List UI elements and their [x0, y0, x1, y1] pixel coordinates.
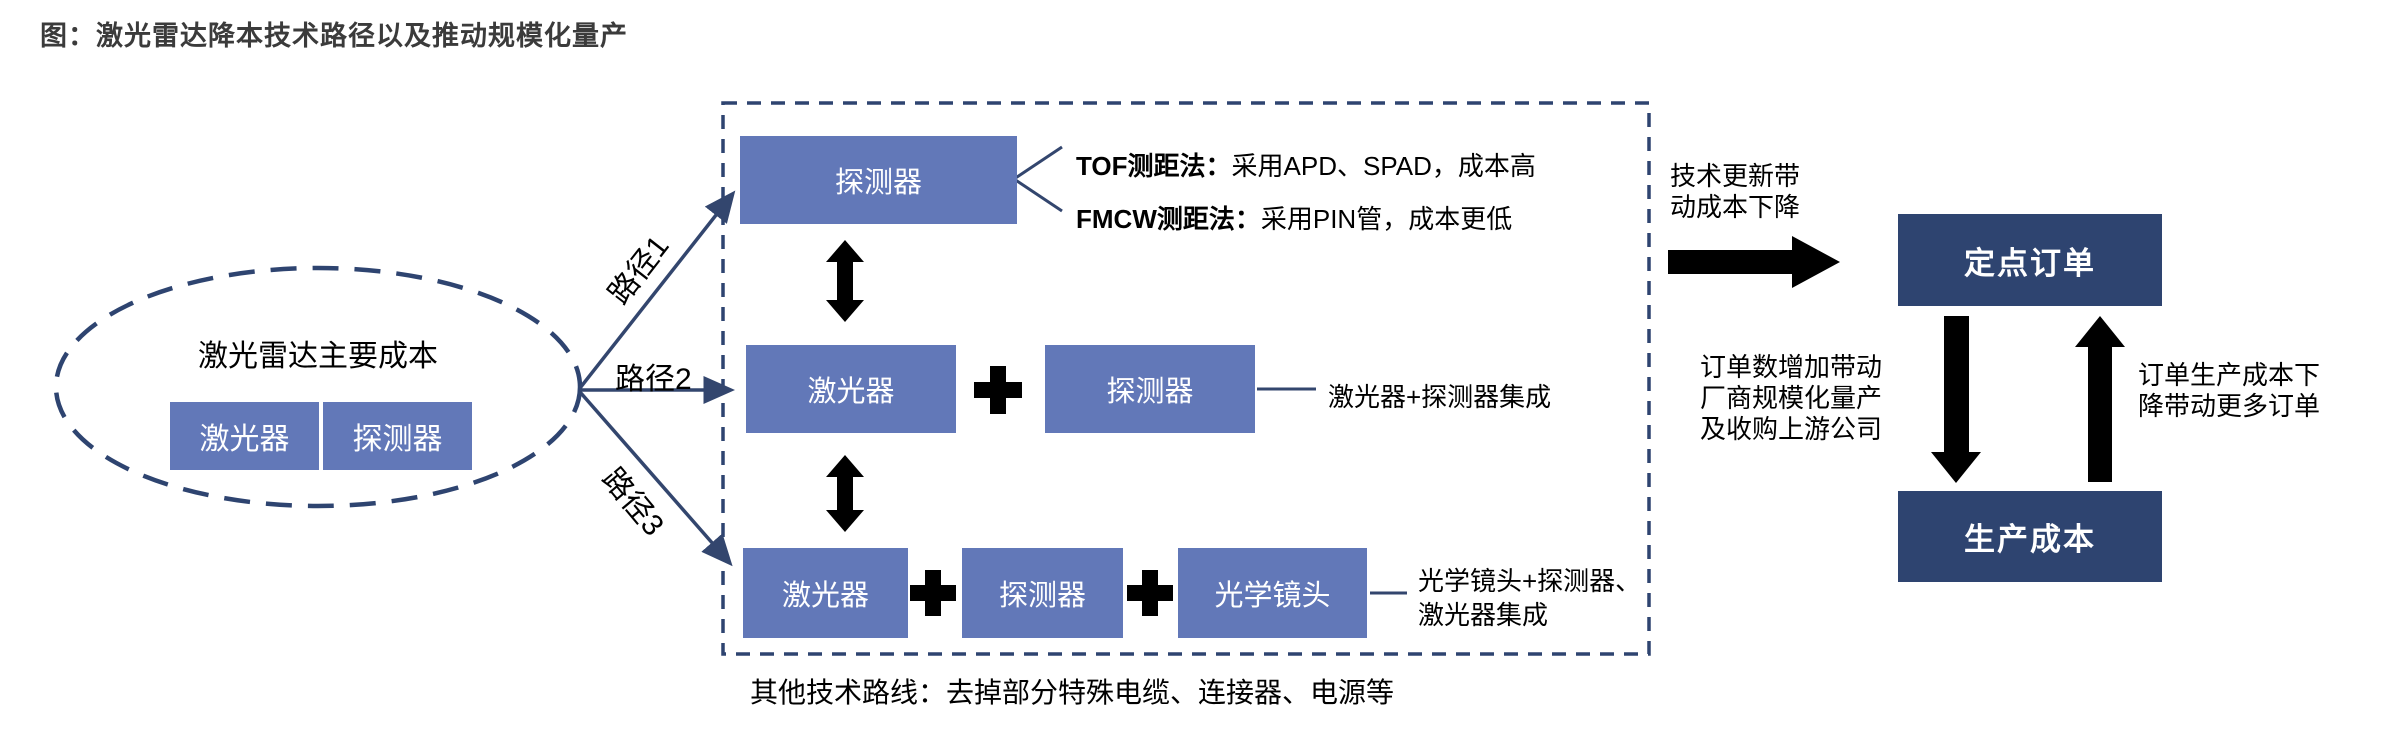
row2-detector-box: 探测器 [1045, 345, 1255, 433]
cost-decline-note-line2: 降带动更多订单 [2138, 391, 2321, 421]
cost-decline-note: 订单生产成本下 降带动更多订单 [2138, 360, 2320, 422]
tech-update-note-line1: 技术更新带 [1670, 161, 1801, 191]
other-route-note: 其他技术路线：去掉部分特殊电缆、连接器、电源等 [750, 677, 1395, 708]
row2-laser-box: 激光器 [746, 345, 956, 433]
orders-increase-note-line3: 及收购上游公司 [1700, 414, 1883, 444]
row3-detector-box: 探测器 [962, 548, 1123, 638]
double-arrow-row2-row3 [826, 455, 864, 532]
fmcw-note: FMCW测距法：采用PIN管，成本更低 [1076, 199, 1512, 236]
path3-arrow [578, 390, 733, 567]
row1-detector-box: 探测器 [740, 136, 1017, 224]
routes-dashed-frame [721, 101, 1651, 656]
figure-title: 图：激光雷达降本技术路径以及推动规模化量产 [40, 21, 628, 51]
row3-laser-box: 激光器 [743, 548, 908, 638]
cost-component-laser: 激光器 [170, 402, 319, 470]
orders-increase-note: 订单数增加带动 厂商规模化量产 及收购上游公司 [1700, 352, 1882, 445]
plus-icon-row3-a [910, 570, 956, 616]
tof-note-term: TOF测距法： [1076, 151, 1232, 181]
row3-note: 光学镜头+探测器、 激光器集成 [1418, 564, 1641, 632]
orders-increase-note-line1: 订单数增加带动 [1700, 352, 1883, 382]
tech-update-note-line2: 动成本下降 [1670, 192, 1801, 222]
source-cost-components: 激光器 探测器 [170, 402, 472, 470]
tof-note: TOF测距法：采用APD、SPAD，成本高 [1076, 146, 1536, 183]
production-cost-box: 生产成本 [1898, 491, 2162, 582]
design-win-orders-box: 定点订单 [1898, 214, 2162, 306]
orders-increase-note-line2: 厂商规模化量产 [1700, 383, 1883, 413]
tech-update-note: 技术更新带 动成本下降 [1670, 161, 1800, 223]
tech-update-arrow [1668, 236, 1840, 288]
cost-decline-note-line1: 订单生产成本下 [2138, 360, 2321, 390]
detector-note-bracket [1011, 145, 1063, 213]
row3-note-line2: 激光器集成 [1418, 600, 1549, 630]
source-ellipse-outline [53, 265, 583, 509]
cost-component-detector: 探测器 [323, 402, 472, 470]
double-arrow-row1-row2 [826, 240, 864, 322]
tof-note-desc: 采用APD、SPAD，成本高 [1231, 151, 1536, 181]
row3-note-line1: 光学镜头+探测器、 [1418, 566, 1642, 596]
plus-icon-row2 [974, 366, 1022, 414]
cost-up-arrow [2075, 316, 2125, 482]
plus-icon-row3-b [1127, 570, 1173, 616]
path1-arrow [578, 190, 736, 390]
row2-note: 激光器+探测器集成 [1328, 382, 1552, 412]
source-ellipse-label: 激光雷达主要成本 [198, 340, 438, 373]
fmcw-note-desc: 采用PIN管，成本更低 [1260, 204, 1513, 234]
path2-label: 路径2 [615, 363, 692, 396]
orders-down-arrow [1931, 316, 1981, 483]
row3-optical-lens-box: 光学镜头 [1178, 548, 1367, 638]
fmcw-note-term: FMCW测距法： [1076, 204, 1261, 234]
